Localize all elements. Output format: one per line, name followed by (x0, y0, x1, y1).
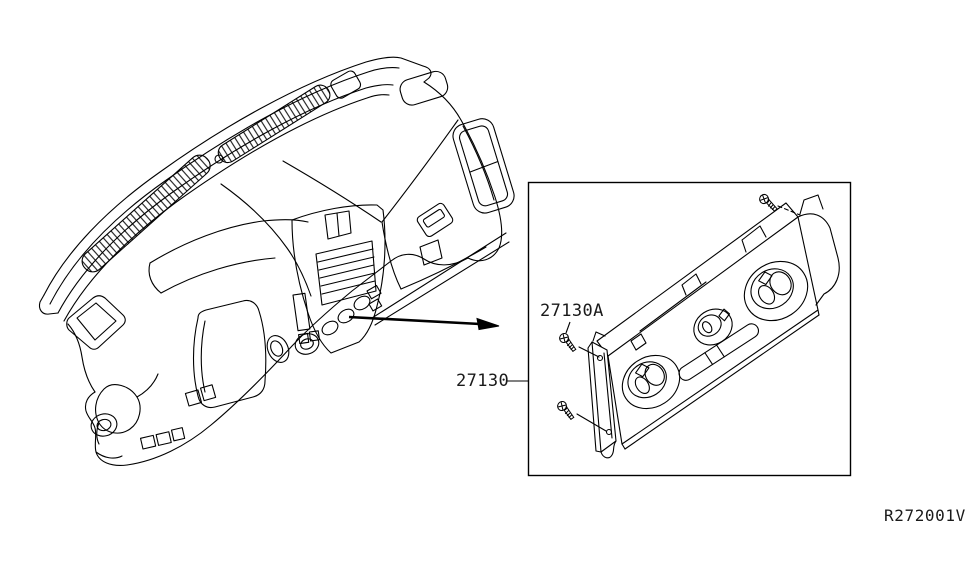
screw-leader-upper (578, 346, 600, 358)
slider-slot (678, 323, 760, 381)
mode-knob (693, 308, 733, 346)
driver-side-vent (66, 295, 126, 350)
detail-box (527, 181, 852, 477)
mounting-plate (587, 331, 617, 459)
glove-box (371, 202, 510, 326)
defroster-vent-left (81, 154, 211, 273)
cluster-hood (148, 219, 309, 294)
fan-knob (621, 354, 681, 410)
pointer-arrow (348, 315, 500, 331)
pad-creases (220, 119, 495, 297)
callout-27130[interactable]: 27130 (456, 371, 510, 391)
dashboard-drawing (38, 56, 515, 466)
steering-column (95, 373, 159, 445)
callout-27130A[interactable]: 27130A (540, 301, 604, 321)
center-stack (291, 204, 386, 355)
reference-code: R272001V (884, 506, 966, 525)
tweeter-grille (399, 70, 449, 106)
screw-lower-left (554, 399, 579, 421)
instrument-cluster-opening (193, 299, 267, 409)
ignition-bezel (266, 335, 290, 363)
knee-panel-switches (184, 384, 217, 407)
panel-right-edge (422, 65, 503, 262)
callout-leaders (507, 321, 571, 382)
screw-leader-dashed (777, 205, 801, 216)
defroster-vent-right (217, 84, 331, 164)
heater-control-drawing (554, 192, 840, 459)
screw-upper-left (556, 331, 581, 353)
temperature-knob (743, 260, 809, 322)
defroster-end-piece (330, 70, 362, 99)
windshield-edge (38, 56, 424, 322)
screw-leader-lower (576, 413, 607, 432)
lower-switch-bank (139, 427, 186, 450)
screw-top-right (756, 192, 781, 213)
control-body (596, 194, 840, 450)
side-vent-right (452, 118, 515, 214)
